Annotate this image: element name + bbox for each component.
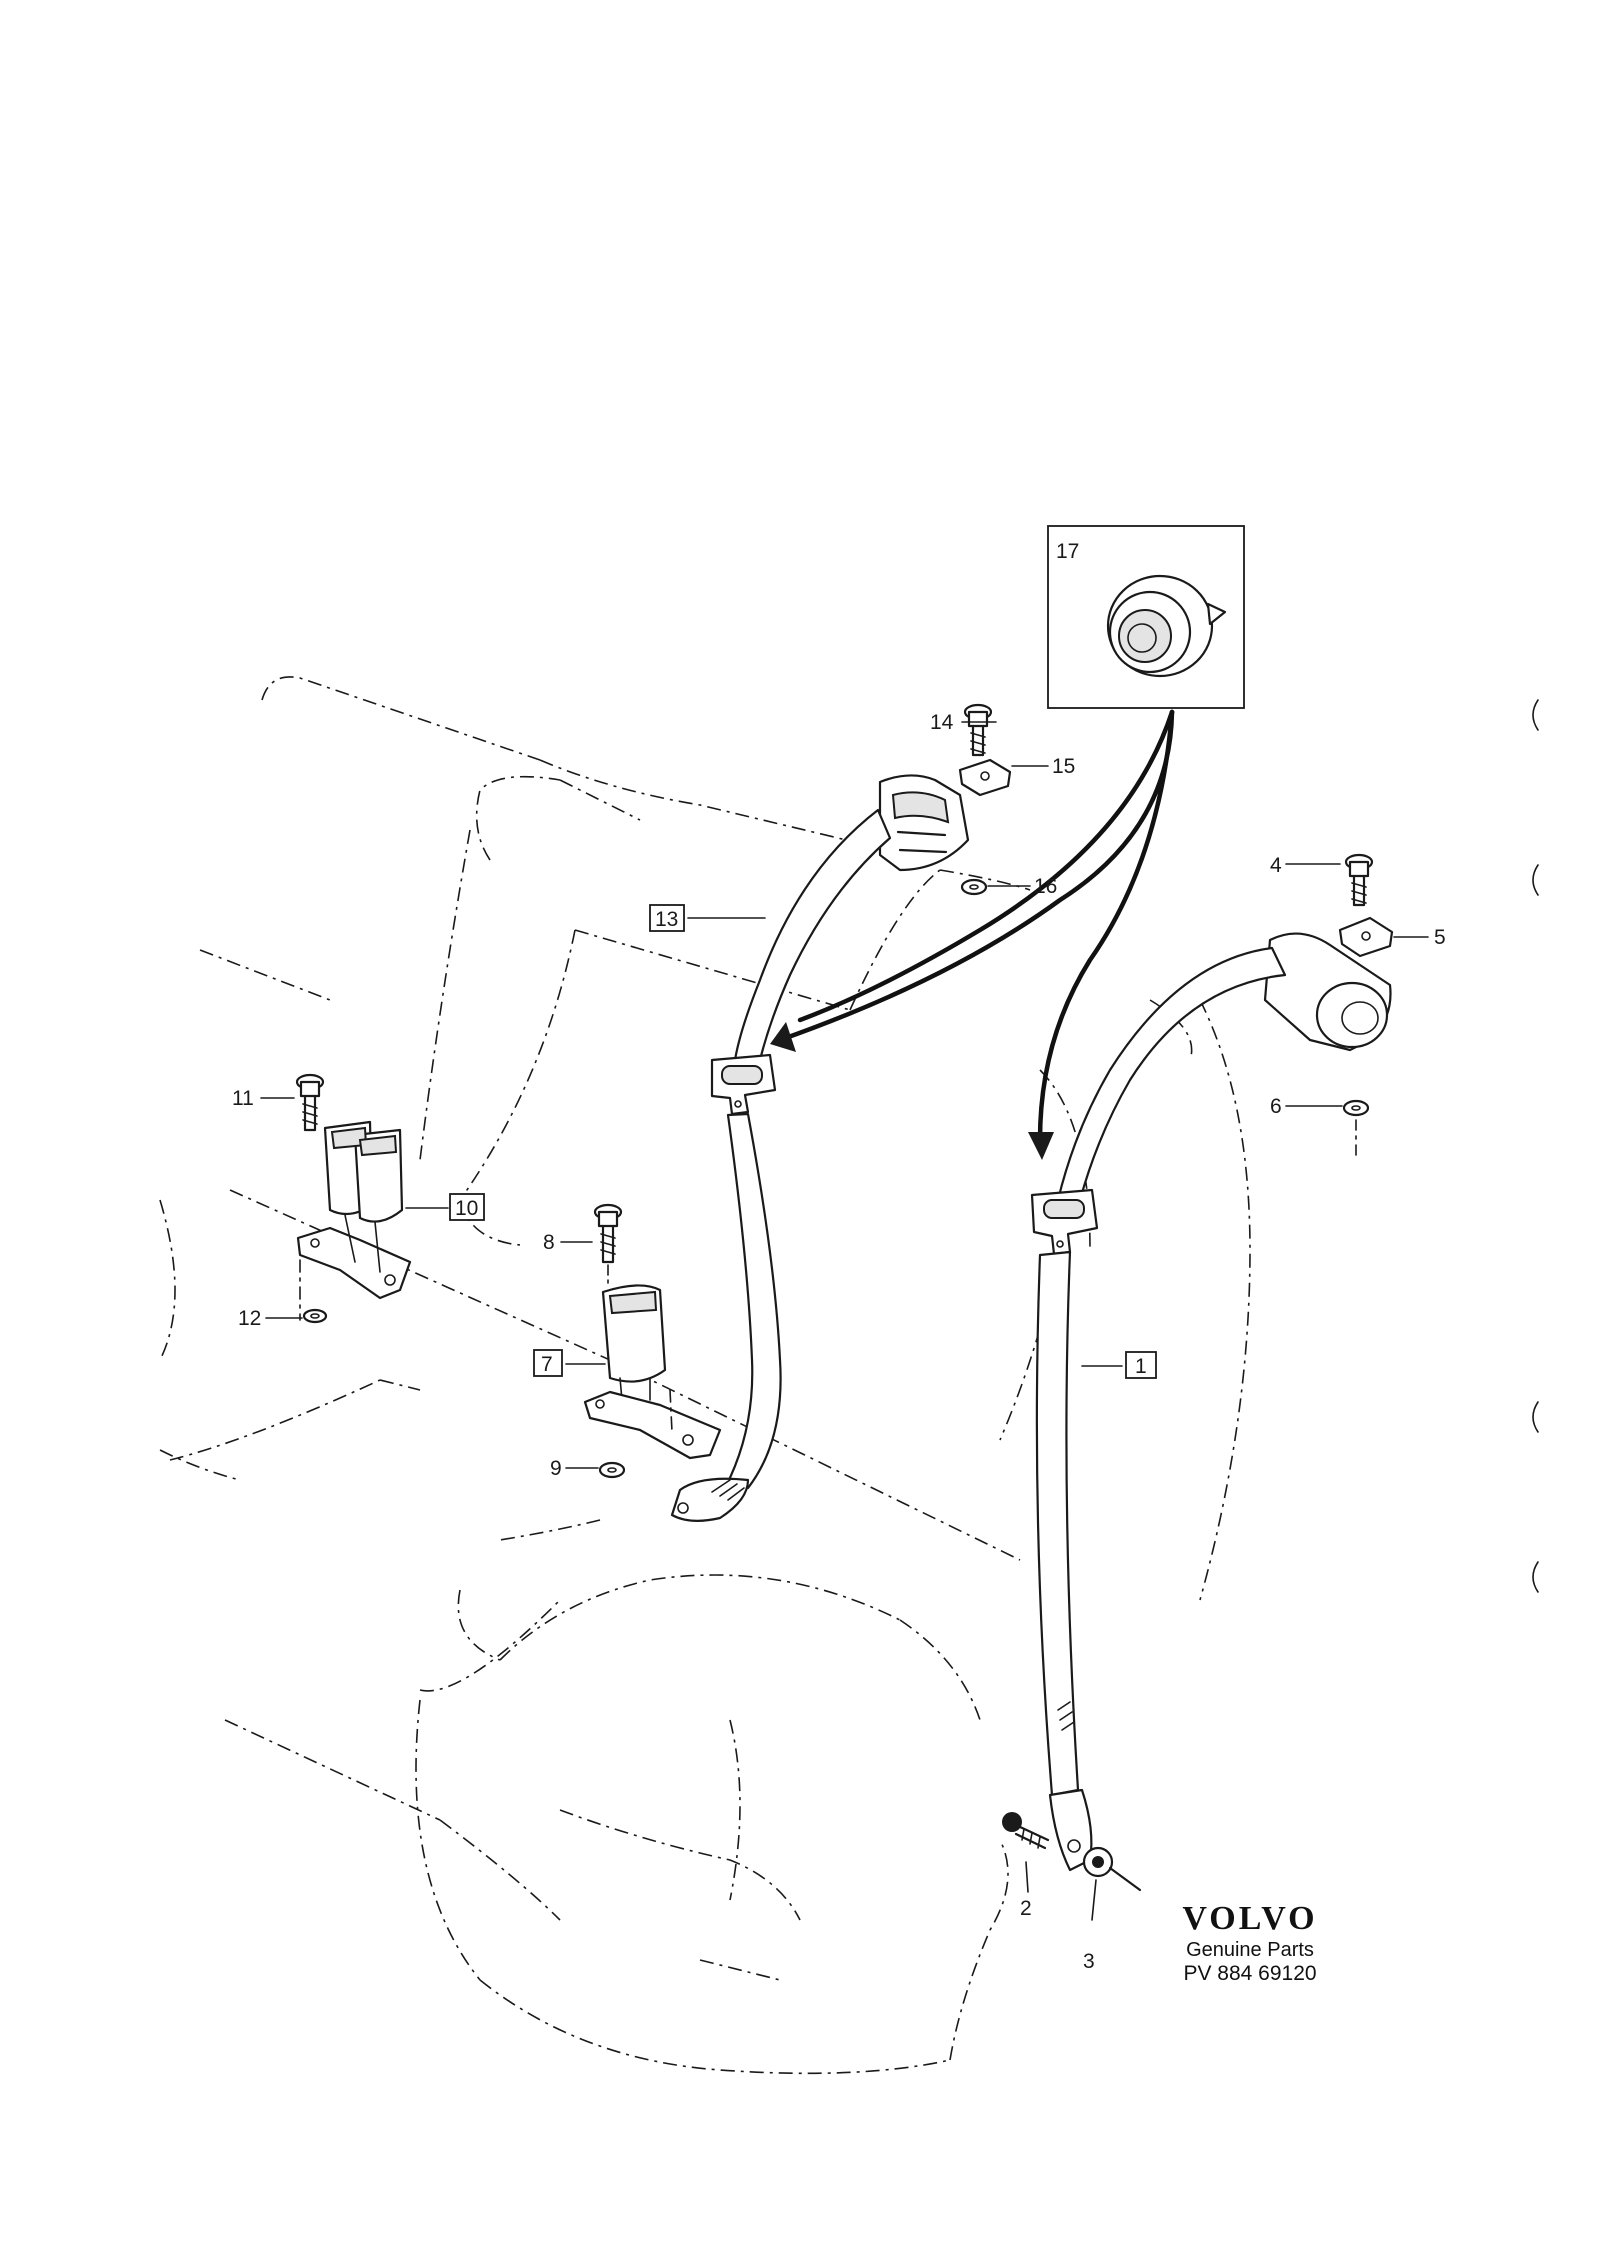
- callout-9: 9: [550, 1457, 562, 1480]
- brand-subtitle: Genuine Parts: [1186, 1939, 1314, 1961]
- callout-17: 17: [1056, 540, 1079, 563]
- callout-4: 4: [1270, 854, 1282, 877]
- bolt-2: [1002, 1812, 1050, 1850]
- volvo-logo: VOLVO: [1182, 1900, 1318, 1937]
- left-double-buckle: [296, 1120, 412, 1321]
- scan-margin-marks: [1532, 699, 1539, 1593]
- bolt-11: [295, 1073, 325, 1132]
- callout-8: 8: [543, 1231, 555, 1254]
- anchor-plate-5: [1338, 916, 1394, 958]
- anchor-plate-15: [958, 758, 1012, 797]
- bolt-14: [963, 703, 993, 757]
- callout-1-box: [1125, 1351, 1157, 1379]
- callout-labels: 14 15 16 13 4 5 6 11 10 8 12 7 9 1 2 3 1…: [232, 540, 1446, 1973]
- callout-1: 1: [1135, 1355, 1147, 1378]
- leader-lines: [260, 721, 1429, 1921]
- callout-10: 10: [455, 1197, 478, 1220]
- callout-16: 16: [1034, 875, 1057, 898]
- detail-box-17: [1047, 525, 1245, 709]
- callout-10-box: [449, 1193, 485, 1221]
- callout-15: 15: [1052, 755, 1075, 778]
- bolt-8: [593, 1203, 623, 1286]
- callout-14: 14: [930, 711, 954, 734]
- nut-3: [1082, 1846, 1142, 1892]
- washer-16: [960, 878, 988, 896]
- callout-3: 3: [1083, 1950, 1095, 1973]
- right-seat-belt: [1030, 932, 1392, 1872]
- volvo-genuine-parts-mark: VOLVO Genuine Parts PV 884 69120: [1150, 1900, 1350, 1986]
- callout-12: 12: [238, 1307, 261, 1330]
- washer-12: [302, 1308, 328, 1324]
- callout-7-box: [533, 1349, 563, 1377]
- callout-5: 5: [1434, 926, 1446, 949]
- callout-11: 11: [232, 1087, 254, 1110]
- callout-13: 13: [655, 908, 678, 931]
- washer-6: [1342, 1099, 1370, 1161]
- callout-13-box: [649, 904, 685, 932]
- washer-9: [598, 1461, 626, 1479]
- bolt-4: [1344, 853, 1374, 907]
- part-number: PV 884 69120: [1183, 1962, 1317, 1985]
- middle-buckle: [583, 1284, 722, 1460]
- callout-7: 7: [541, 1353, 553, 1376]
- left-seat-belt: [670, 774, 970, 1522]
- callout-2: 2: [1020, 1897, 1032, 1920]
- detail-arrows: [770, 709, 1175, 1160]
- callout-6: 6: [1270, 1095, 1282, 1118]
